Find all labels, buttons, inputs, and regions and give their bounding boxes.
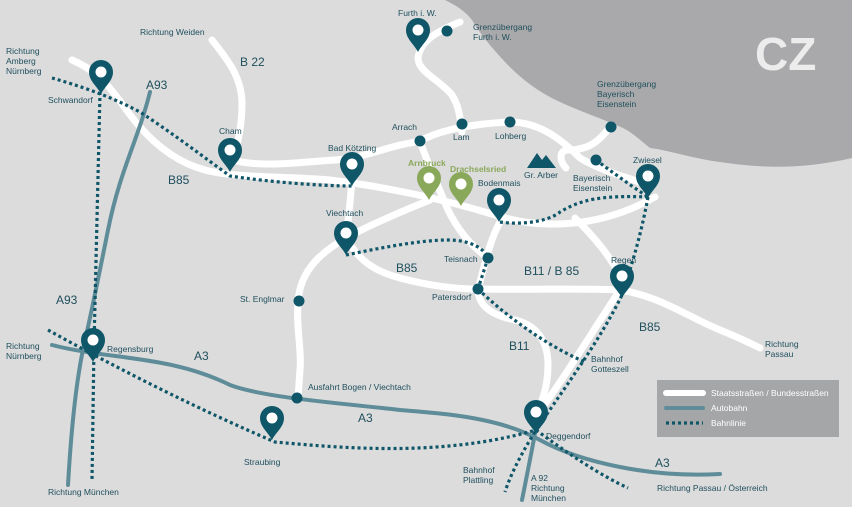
rail-bodenmais-zwiesel (499, 195, 649, 225)
rail-patersdorf-gotteszell (476, 287, 586, 364)
label-a92-1: A 92 (531, 473, 548, 483)
label-furth: Furth i. W. (398, 8, 437, 18)
label-richtung-amberg-3: Nürnberg (6, 66, 42, 76)
label-regen: Regen (611, 255, 636, 265)
label-richtung-nuernberg-1: Richtung (6, 341, 40, 351)
label-bahnhof-plattling-2: Plattling (463, 475, 494, 485)
autobahn-a93 (66, 90, 152, 487)
label-regensburg: Regensburg (107, 344, 154, 354)
label-grenze-eisenstein-3: Eisenstein (597, 99, 636, 109)
label-richtung-passau-2: Passau (765, 349, 794, 359)
dot-st-englmar (293, 295, 305, 307)
label-zwiesel: Zwiesel (633, 155, 662, 165)
dot-arrach (414, 135, 426, 147)
road-eisenstein-grenze (557, 123, 614, 172)
label-richtung-weiden: Richtung Weiden (140, 27, 205, 37)
label-a92-2: Richtung (531, 483, 565, 493)
label-a3-east: A3 (655, 456, 670, 470)
label-grenze-eisenstein-1: Grenzübergang (597, 79, 656, 89)
dot-ausfahrt-bogen (291, 392, 303, 404)
country-label: CZ (755, 28, 816, 80)
road-labels: B 22 A93 A93 B85 B85 B11 / B 85 B85 B11 … (56, 55, 670, 470)
label-richtung-passau-1: Richtung (765, 339, 799, 349)
label-patersdorf: Patersdorf (432, 292, 472, 302)
rail-deggendorf-passau (535, 428, 629, 490)
label-a3-west: A3 (194, 349, 209, 363)
label-b11: B11 (509, 339, 530, 353)
label-deggendorf: Deggendorf (546, 431, 591, 441)
label-bahnhof-plattling-1: Bahnhof (463, 465, 495, 475)
legend-rail-label: Bahnlinie (711, 418, 746, 428)
label-a93-top: A93 (146, 78, 168, 92)
label-bay-eisenstein-2: Eisenstein (573, 183, 612, 193)
road-koetzting-arrach (228, 137, 424, 168)
mountain-icon (527, 153, 556, 168)
label-cham: Cham (219, 126, 242, 136)
label-bodenmais: Bodenmais (478, 178, 521, 188)
label-b11-b85: B11 / B 85 (524, 264, 579, 278)
legend-autobahn-label: Autobahn (711, 403, 748, 413)
label-bahnhof-gotteszell-1: Bahnhof (591, 354, 623, 364)
rail-regensburg-straubing-deggendorf (47, 328, 537, 451)
czech-territory (445, 0, 852, 167)
label-arnbruck: Arnbruck (408, 158, 446, 168)
label-ausfahrt-bogen: Ausfahrt Bogen / Viechtach (308, 382, 411, 392)
label-gr-arber: Gr. Arber (524, 170, 558, 180)
dot-lam (456, 118, 468, 130)
label-bay-eisenstein-1: Bayerisch (573, 173, 611, 183)
place-labels: Furth i. W. Grenzübergang Furth i. W. Ri… (6, 8, 799, 503)
label-bahnhof-gotteszell-2: Gotteszell (591, 364, 629, 374)
label-a92-3: München (531, 493, 566, 503)
dot-lohberg (504, 116, 516, 128)
label-arrach: Arrach (392, 122, 417, 132)
legend: Staatsstraßen / Bundesstraßen Autobahn B… (657, 380, 839, 437)
road-arrach-zwiesel (416, 118, 652, 189)
label-teisnach: Teisnach (444, 254, 478, 264)
dot-grenze-furth (441, 25, 453, 37)
label-grenze-furth-2: Furth i. W. (473, 32, 512, 42)
dot-grenze-eisenstein (605, 121, 617, 133)
road-b85-mid (342, 234, 482, 293)
label-b85-center: B85 (396, 261, 418, 275)
road-b11-b85-east (474, 285, 764, 352)
label-b22: B 22 (240, 55, 265, 69)
dot-patersdorf (472, 283, 484, 295)
label-lam: Lam (453, 132, 470, 142)
label-richtung-amberg-2: Amberg (6, 56, 36, 66)
label-straubing: Straubing (244, 457, 281, 467)
label-viechtach: Viechtach (326, 208, 363, 218)
label-grenze-furth-1: Grenzübergang (473, 22, 532, 32)
label-richtung-muenchen: Richtung München (48, 487, 119, 497)
rail-eisenstein-zwiesel (595, 158, 649, 199)
road-furth-lam (414, 18, 466, 136)
legend-road-label: Staatsstraßen / Bundesstraßen (711, 388, 829, 398)
label-drachselsried: Drachselsried (450, 164, 506, 174)
label-bad-koetzting: Bad Kötzting (328, 143, 376, 153)
label-richtung-amberg-1: Richtung (6, 46, 40, 56)
label-a3-center: A3 (358, 411, 373, 425)
label-lohberg: Lohberg (495, 131, 526, 141)
place-dots (291, 25, 617, 404)
label-a93-mid: A93 (56, 293, 78, 307)
autobahn-a3 (50, 343, 722, 477)
label-grenze-eisenstein-2: Bayerisch (597, 89, 635, 99)
label-richtung-nuernberg-2: Nürnberg (6, 351, 42, 361)
dot-bay-eisenstein (590, 154, 602, 166)
label-st-englmar: St. Englmar (240, 294, 285, 304)
label-b85-east: B85 (639, 320, 661, 334)
label-richtung-passau-oesterreich: Richtung Passau / Österreich (657, 483, 768, 493)
label-b85-west: B85 (168, 173, 190, 187)
road-b85-north (68, 56, 659, 228)
label-schwandorf: Schwandorf (48, 95, 94, 105)
dot-teisnach (482, 252, 494, 264)
